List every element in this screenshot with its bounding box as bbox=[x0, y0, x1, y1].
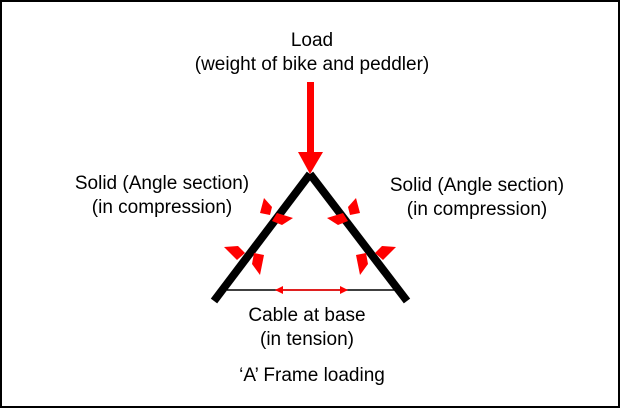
right-lower-arrow-pair bbox=[356, 246, 396, 275]
right-upper-arrow-b bbox=[327, 213, 348, 225]
right-member-label-line1: Solid (Angle section) bbox=[389, 175, 565, 196]
right-lower-arrow-a bbox=[375, 246, 396, 260]
right-member-label: Solid (Angle section) (in compression) bbox=[352, 174, 602, 222]
load-arrow bbox=[298, 82, 323, 174]
left-lower-arrow-a bbox=[224, 246, 245, 260]
left-upper-arrow-pair bbox=[260, 198, 293, 225]
left-frame-member bbox=[210, 171, 314, 304]
load-subtitle: (weight of bike and peddler) bbox=[194, 54, 430, 75]
cable-label-line2: (in tension) bbox=[260, 329, 354, 350]
left-member-label-line2: (in compression) bbox=[91, 197, 233, 218]
left-lower-arrow-pair bbox=[224, 246, 264, 275]
load-arrow-shaft bbox=[307, 82, 314, 154]
load-arrow-head bbox=[298, 152, 323, 174]
right-compression-arrows bbox=[327, 198, 396, 275]
left-upper-arrow-a bbox=[260, 198, 272, 215]
load-label: Load (weight of bike and peddler) bbox=[162, 29, 462, 77]
left-member-label: Solid (Angle section) (in compression) bbox=[37, 172, 287, 220]
left-compression-arrows bbox=[224, 198, 293, 275]
left-lower-arrow-b bbox=[252, 253, 264, 275]
diagram-caption: ‘A’ Frame loading bbox=[239, 365, 385, 386]
right-lower-arrow-b bbox=[356, 253, 368, 275]
load-title: Load bbox=[290, 30, 334, 51]
right-upper-arrow-a bbox=[348, 198, 360, 215]
cable-label: Cable at base (in tension) bbox=[217, 304, 397, 352]
cable-label-line1: Cable at base bbox=[248, 305, 366, 326]
right-frame-member bbox=[306, 171, 411, 304]
right-upper-arrow-pair bbox=[327, 198, 360, 225]
left-member-label-line1: Solid (Angle section) bbox=[74, 173, 250, 194]
right-member-label-line2: (in compression) bbox=[406, 199, 548, 220]
left-upper-arrow-b bbox=[272, 213, 293, 225]
